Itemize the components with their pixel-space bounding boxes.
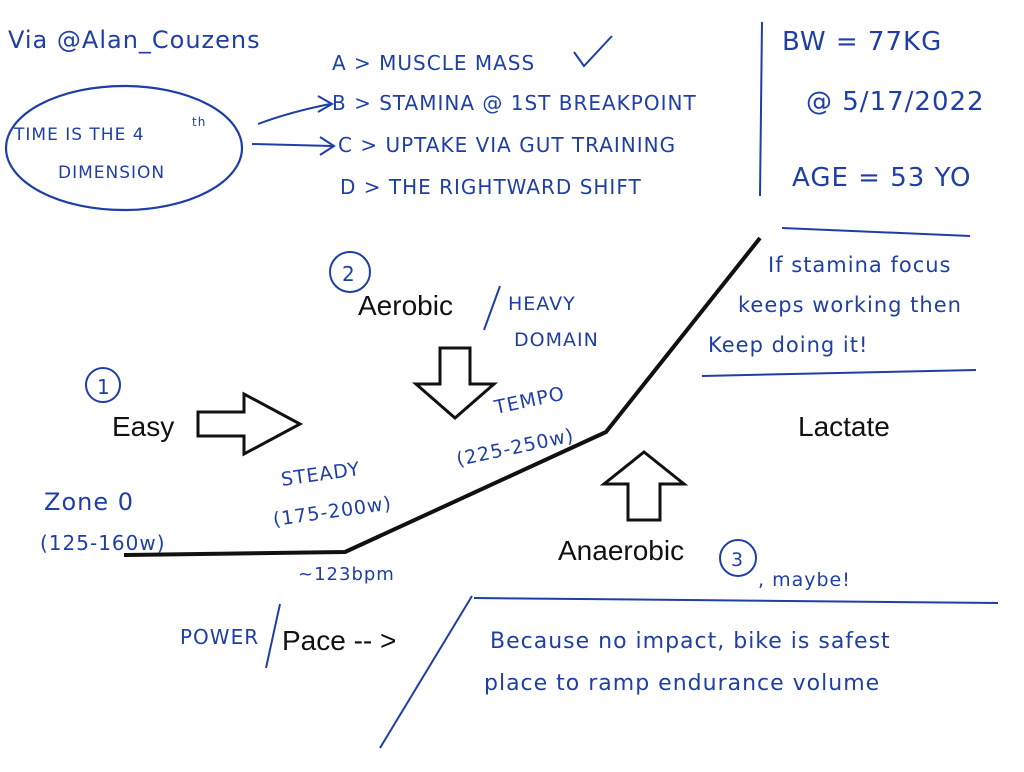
circle-note-line2: Dimension xyxy=(58,163,165,183)
arrow-to-goal-c xyxy=(251,143,333,147)
stamina-note-line2: keeps working then xyxy=(738,293,962,317)
tempo-label: Tempo xyxy=(491,383,566,420)
arrow-to-goal-b-head xyxy=(317,95,335,113)
stamina-note-underline xyxy=(701,369,977,377)
zone0-label: Zone 0 xyxy=(44,488,134,516)
circle-note-sup: th xyxy=(192,115,206,129)
steady-label: Steady xyxy=(280,458,362,491)
athlete-age: Age = 53 yo xyxy=(792,163,972,193)
tempo-range: (225-250w) xyxy=(454,424,576,470)
steady-range: (175-200w) xyxy=(272,492,394,530)
down-arrow-icon xyxy=(411,346,499,420)
circle-note-line1: Time is the 4 xyxy=(13,125,145,145)
bike-note-side-line xyxy=(379,595,473,749)
heavy-domain-line2: Domain xyxy=(514,329,599,351)
stamina-note-line1: If stamina focus xyxy=(768,253,952,277)
up-arrow-icon xyxy=(599,450,689,522)
anaerobic-number: 3 xyxy=(731,549,744,571)
athlete-bw: BW = 77kg xyxy=(782,27,942,57)
bike-note-line1: Because no impact, bike is safest xyxy=(490,629,891,654)
maybe-label: , maybe! xyxy=(758,569,851,591)
stamina-note-line3: Keep doing it! xyxy=(708,333,868,357)
circle-note-outline xyxy=(4,84,244,212)
goal-c: C > Uptake Via Gut Training xyxy=(338,133,676,157)
easy-number: 1 xyxy=(97,375,111,399)
goal-d: D > The Rightward Shift xyxy=(340,175,642,199)
zone0-range: (125-160w) xyxy=(40,531,166,555)
axis-pace: Pace -- > xyxy=(282,625,396,656)
goal-b: B > Stamina @ 1st Breakpoint xyxy=(332,91,697,115)
easy-label: Easy xyxy=(112,411,174,442)
arrow-to-goal-c-head xyxy=(319,136,336,156)
aerobic-number: 2 xyxy=(342,262,356,286)
axis-slash xyxy=(265,603,281,669)
bpm-label: ~123bpm xyxy=(298,564,395,585)
bike-note-top-line xyxy=(473,597,999,604)
easy-number-circle xyxy=(85,367,121,403)
aerobic-number-circle xyxy=(329,251,371,293)
aerobic-slash xyxy=(483,285,501,331)
axis-power: Power xyxy=(180,625,259,649)
bike-note-line2: place to ramp endurance volume xyxy=(484,671,880,696)
right-arrow-icon xyxy=(196,391,304,457)
arrow-to-goal-b xyxy=(257,103,331,125)
heavy-domain-line1: Heavy xyxy=(508,293,576,315)
anaerobic-label: Anaerobic xyxy=(558,535,684,566)
goal-a: A > Muscle Mass xyxy=(332,51,535,75)
lactate-label: Lactate xyxy=(798,411,890,442)
anaerobic-number-circle xyxy=(719,539,757,577)
credit-text: Via @Alan_Couzens xyxy=(8,26,261,54)
vertical-divider xyxy=(759,21,763,197)
athlete-date: @ 5/17/2022 xyxy=(806,87,985,117)
checkmark-icon xyxy=(573,35,613,68)
aerobic-label: Aerobic xyxy=(358,290,453,321)
athlete-underline xyxy=(781,227,971,237)
lactate-curve xyxy=(123,236,762,557)
